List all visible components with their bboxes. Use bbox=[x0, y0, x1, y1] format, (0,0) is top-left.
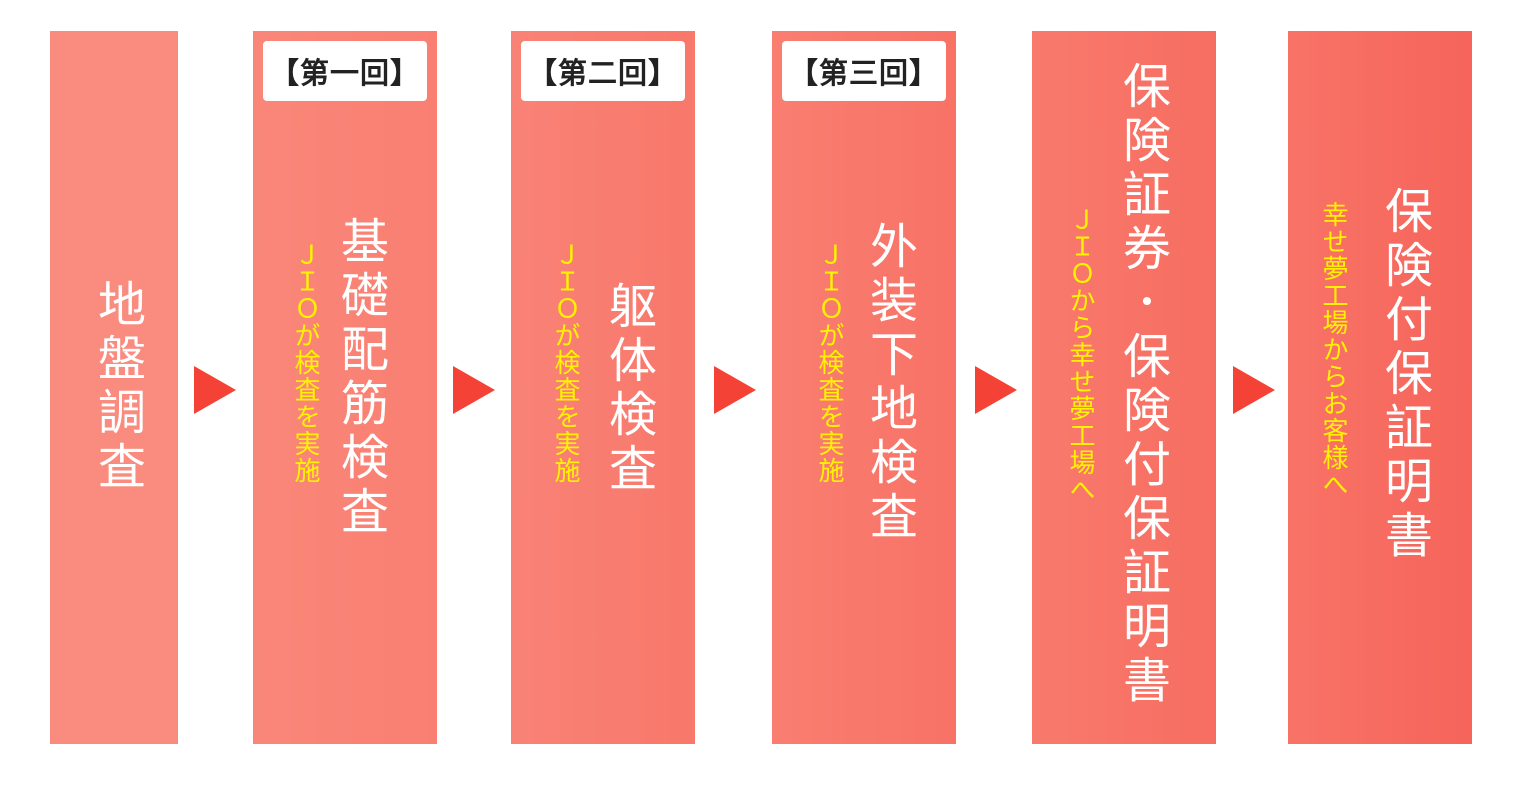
inspection-round-badge: 【第一回】 bbox=[263, 41, 427, 101]
flow-arrow-icon bbox=[453, 366, 495, 414]
inspection-round-badge: 【第三回】 bbox=[782, 41, 946, 101]
step-foundation-inspection: 【第一回】 基礎配筋検査 ＪＩＯが検査を実施 bbox=[253, 31, 437, 744]
step-title: 躯体検査 bbox=[600, 281, 656, 497]
step-insurance-certificate: 保険証券･保険付保証明書 ＪＩＯから幸せ夢工場へ bbox=[1032, 31, 1216, 744]
step-title: 基礎配筋検査 bbox=[332, 216, 388, 540]
flow-arrow-icon bbox=[1233, 366, 1275, 414]
step-subtitle: ＪＩＯが検査を実施 bbox=[550, 241, 580, 484]
step-exterior-inspection: 【第三回】 外装下地検査 ＪＩＯが検査を実施 bbox=[772, 31, 956, 744]
flow-arrow-icon bbox=[975, 366, 1017, 414]
step-frame-inspection: 【第二回】 躯体検査 ＪＩＯが検査を実施 bbox=[511, 31, 695, 744]
step-subtitle: ＪＩＯが検査を実施 bbox=[814, 241, 844, 484]
step-subtitle: ＪＩＯが検査を実施 bbox=[290, 241, 320, 484]
step-ground-survey: 地盤調査 bbox=[50, 31, 178, 744]
inspection-round-badge: 【第二回】 bbox=[521, 41, 685, 101]
step-title: 地盤調査 bbox=[89, 279, 145, 495]
step-title: 保険付保証明書 bbox=[1376, 186, 1432, 564]
step-subtitle: ＪＩＯから幸せ夢工場へ bbox=[1065, 206, 1095, 503]
step-subtitle: 幸せ夢工場からお客様へ bbox=[1318, 201, 1348, 498]
flow-arrow-icon bbox=[714, 366, 756, 414]
step-certificate-to-customer: 保険付保証明書 幸せ夢工場からお客様へ bbox=[1288, 31, 1472, 744]
step-title: 保険証券･保険付保証明書 bbox=[1114, 61, 1170, 709]
step-title: 外装下地検査 bbox=[861, 221, 917, 545]
flow-arrow-icon bbox=[194, 366, 236, 414]
